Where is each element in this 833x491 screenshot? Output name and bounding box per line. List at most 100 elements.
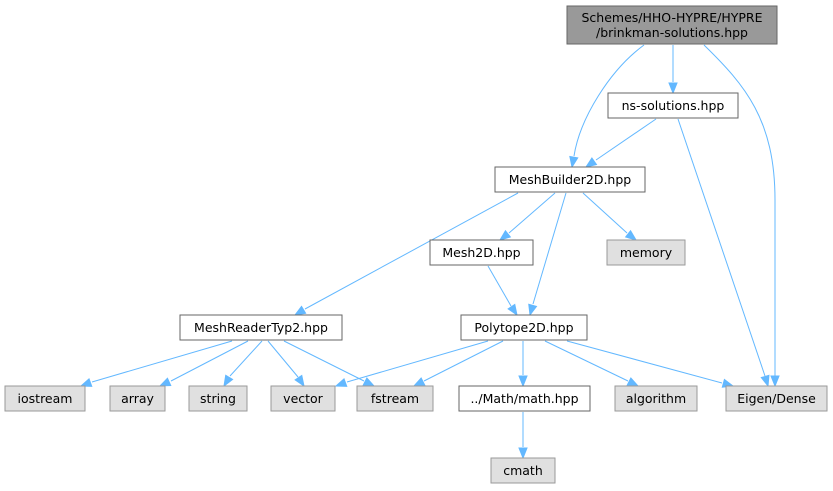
node-box [4,385,86,412]
node-reader[interactable]: MeshReaderTyp2.hpp [179,314,343,341]
node-box [490,457,556,484]
edge-line [267,340,299,378]
edge-mb2d-to-reader [293,192,519,316]
node-box [614,385,698,412]
edge-mb2d-to-mesh2d [498,192,556,241]
arrowhead [528,303,538,317]
arrowhead [626,377,640,387]
edge-mesh2d-to-poly [487,265,518,317]
node-label: algorithm [626,391,686,406]
edge-root-to-mb2d [569,44,645,169]
edge-reader-to-iostream [79,340,233,387]
arrowhead [584,157,598,168]
edge-line [677,118,766,377]
node-box [606,239,686,266]
node-box [607,92,739,119]
node-math[interactable]: ../Math/math.hpp [458,385,591,412]
node-box [179,314,343,341]
node-algorithm: algorithm [614,385,698,412]
node-label: iostream [18,391,73,406]
arrowhead [518,375,528,388]
arrowhead [498,229,512,241]
node-cmath: cmath [490,457,556,484]
node-fstream: fstream [356,385,434,412]
node-string: string [188,385,248,412]
node-mesh2d[interactable]: Mesh2D.hpp [429,239,534,266]
arrowhead [412,377,426,387]
edge-root-to-eigen [703,44,780,388]
node-ns[interactable]: ns-solutions.hpp [607,92,739,119]
arrowhead [294,374,305,388]
arrowhead [770,375,780,388]
edge-line [595,118,657,161]
node-label: ../Math/math.hpp [470,391,578,406]
node-box [725,385,828,412]
edge-poly-to-eigen [566,340,735,388]
node-iostream: iostream [4,385,86,412]
node-eigen: Eigen/Dense [725,385,828,412]
edge-reader-to-array [158,340,249,387]
node-label: Polytope2D.hpp [474,320,573,335]
edges-layer [79,44,780,460]
edge-reader-to-fstream [283,340,376,387]
edge-line [508,192,556,234]
node-label: Schemes/HHO-HYPRE/HYPRE [581,10,762,25]
edge-mb2d-to-memory [582,192,638,241]
edge-reader-to-vector [267,340,305,388]
edge-line [423,340,504,382]
node-label: string [200,391,236,406]
edge-line [487,265,512,307]
edge-line [582,192,628,234]
node-memory: memory [606,239,686,266]
node-label: fstream [371,391,419,406]
arrowhead [668,82,678,95]
edge-line [229,340,263,377]
edge-reader-to-string [223,340,263,388]
edge-root-to-ns [668,45,678,95]
edge-line [573,44,645,157]
node-mb2d[interactable]: MeshBuilder2D.hpp [494,166,646,193]
node-label: cmath [503,463,543,478]
edge-line [304,192,519,310]
node-label: /brinkman-solutions.hpp [596,25,748,40]
arrowhead [223,374,234,388]
node-box [109,385,166,412]
node-box [429,239,534,266]
node-array: array [109,385,166,412]
arrowhead [624,229,638,241]
arrowhead [507,303,518,317]
node-label: vector [283,391,324,406]
arrowhead [518,447,528,460]
node-box [188,385,248,412]
node-label: MeshBuilder2D.hpp [509,172,632,187]
node-box [494,166,646,193]
edge-mb2d-to-poly [528,192,567,317]
edge-line [170,340,249,382]
arrowhead [362,377,376,387]
edge-ns-to-eigen [677,118,770,388]
arrowhead [293,305,307,316]
edge-line [346,340,489,383]
node-box [356,385,434,412]
edge-line [91,340,233,383]
node-label: Mesh2D.hpp [442,245,520,260]
node-poly[interactable]: Polytope2D.hpp [460,314,588,341]
edge-math-to-cmath [518,412,528,460]
edge-line [544,340,629,382]
edge-poly-to-vector [334,340,489,387]
node-label: MeshReaderTyp2.hpp [194,320,328,335]
edge-line [532,192,567,305]
arrowhead [334,377,348,387]
node-root[interactable]: Schemes/HHO-HYPRE/HYPRE/brinkman-solutio… [566,5,778,45]
node-label: memory [620,245,673,260]
node-box [270,385,336,412]
edge-line [566,340,723,384]
edge-poly-to-math [518,341,528,388]
node-vector: vector [270,385,336,412]
node-box [566,5,778,45]
arrowhead [158,377,172,387]
edge-line [283,340,365,382]
edge-poly-to-fstream [412,340,504,387]
arrowhead [569,155,579,169]
